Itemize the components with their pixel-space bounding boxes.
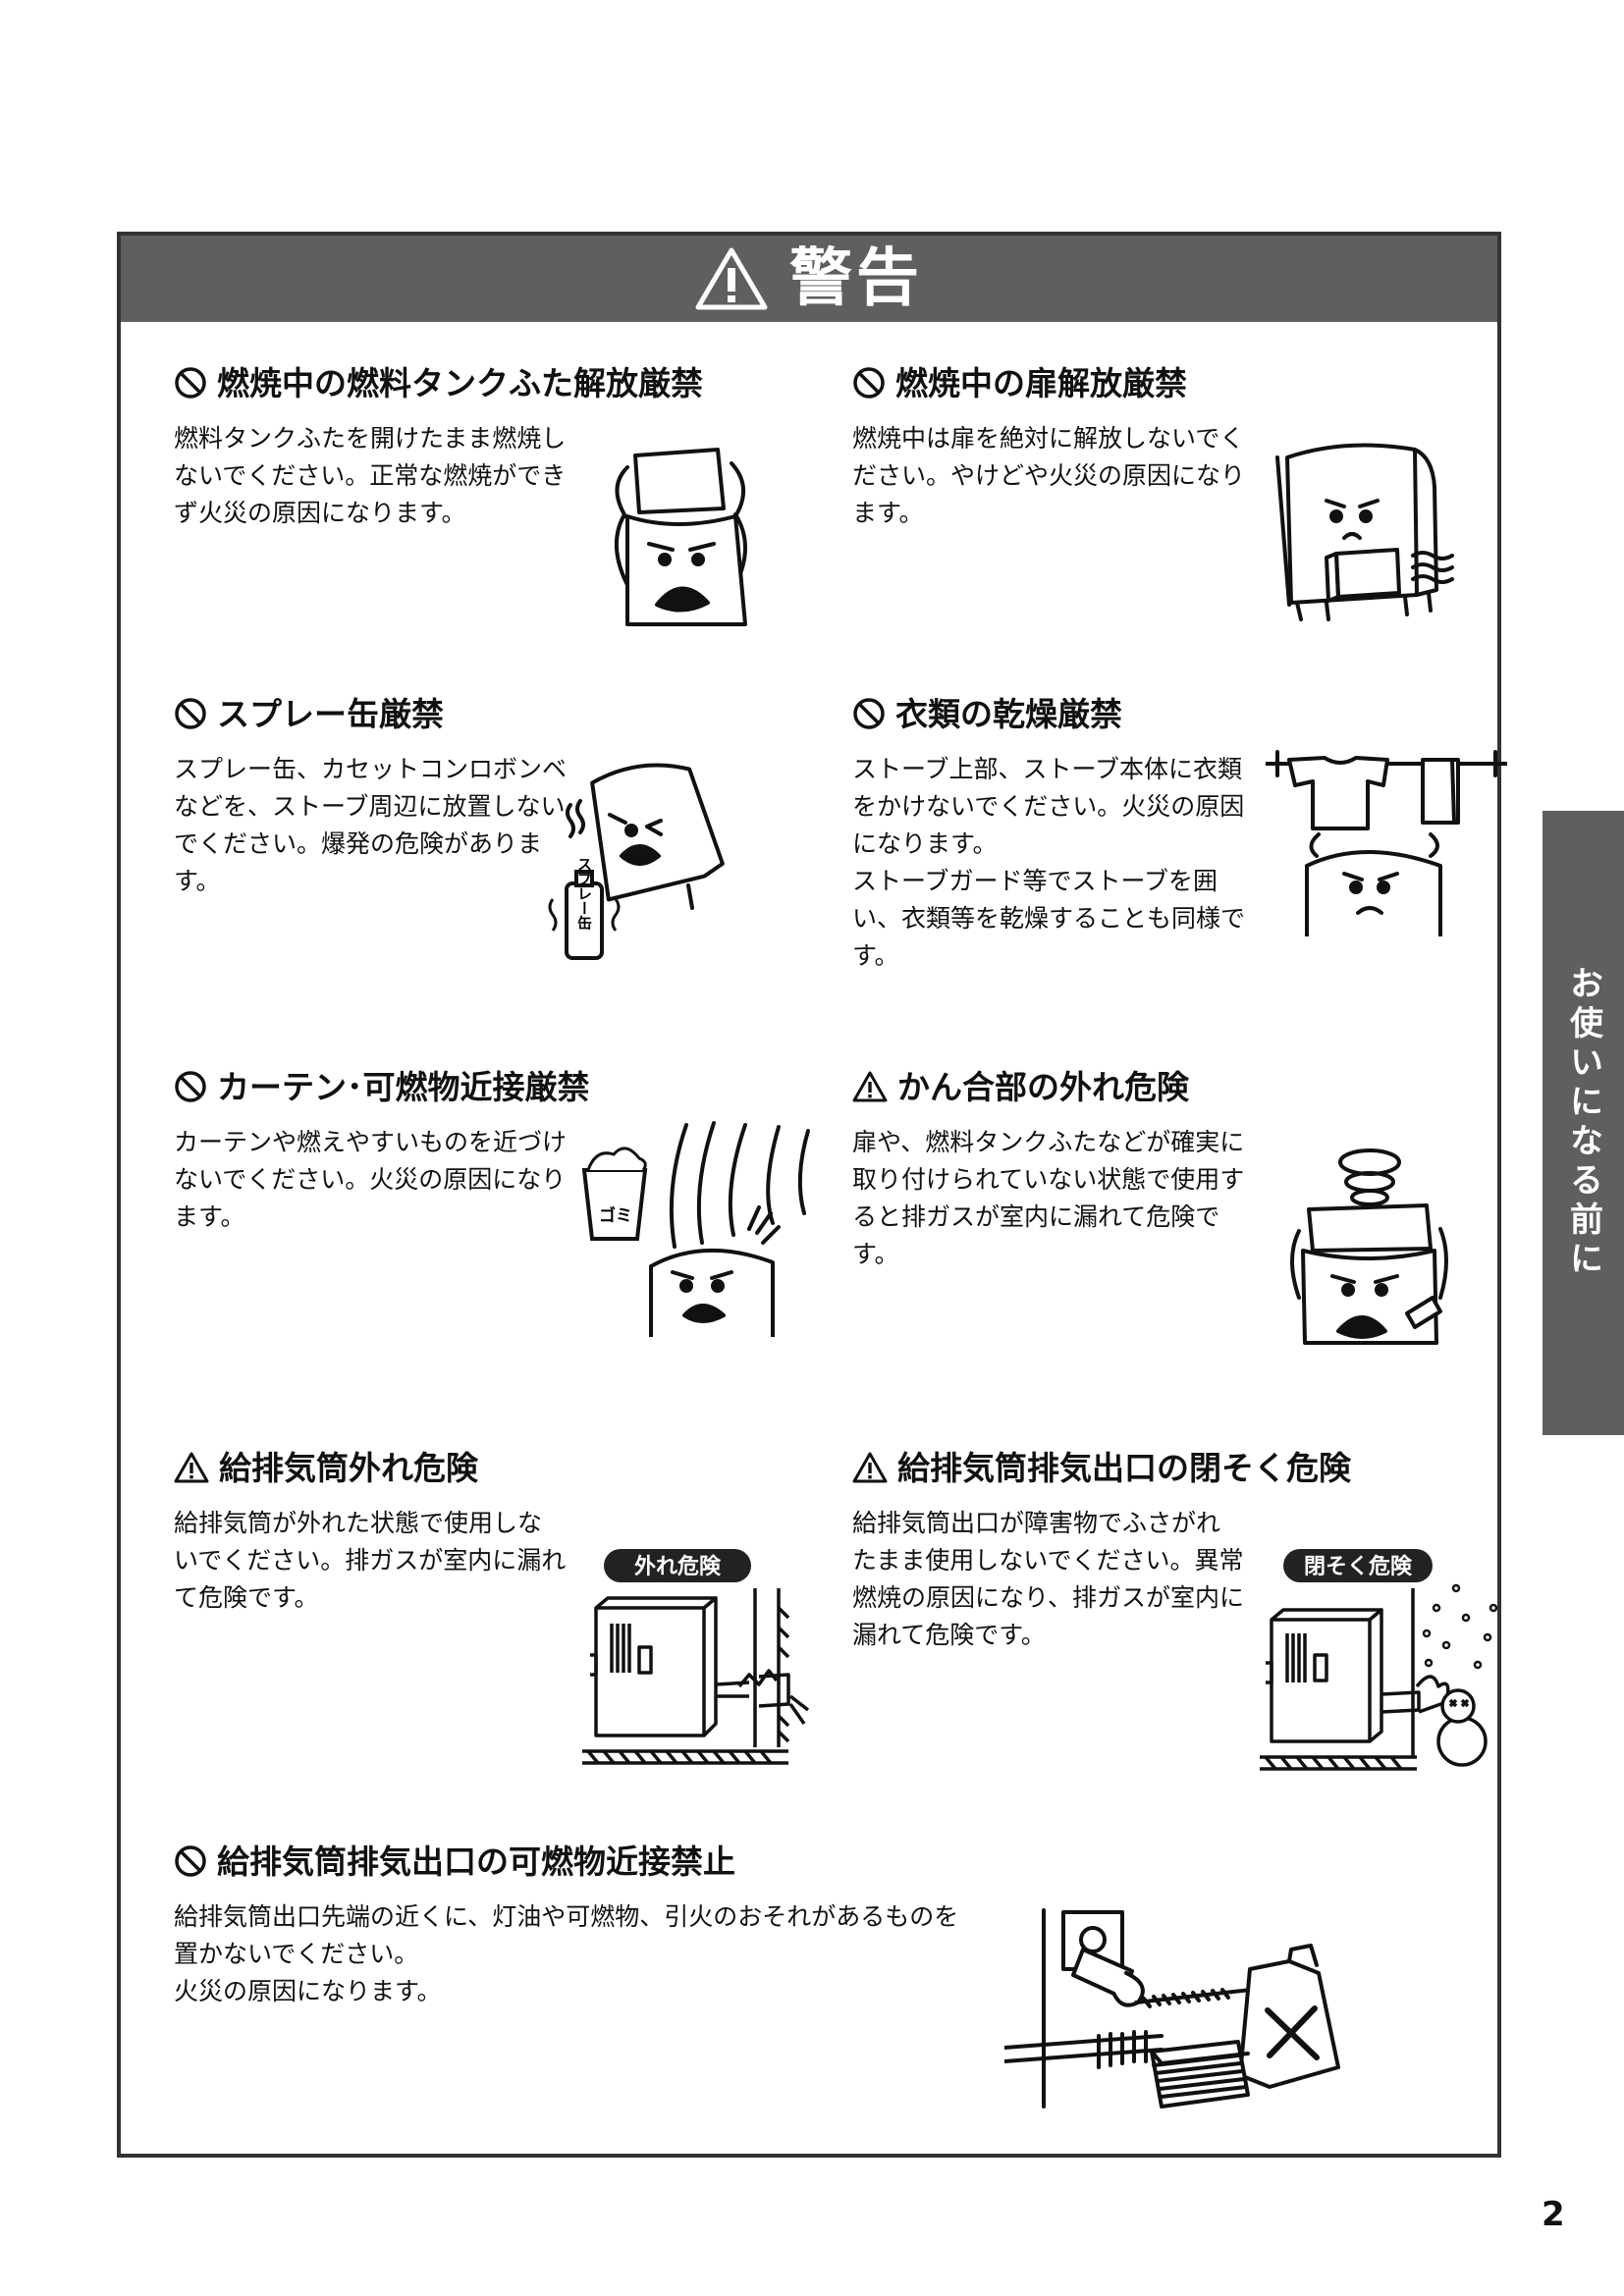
section-title: スプレー缶厳禁 [217, 694, 444, 733]
section-pipe-detach: 給排気筒外れ危険 給排気筒が外れた状態で使用しないでください。排ガスが室内に漏れ… [174, 1446, 567, 1617]
caution-icon [852, 1452, 888, 1483]
section-fitting-detach: かん合部の外れ危険 扉や、燃料タンクふたなどが確実に取り付けられていない状態で使… [852, 1065, 1245, 1273]
section-body: 給排気筒出口先端の近くに、灯油や可燃物、引火のおそれがあるものを置かないでくださ… [174, 1902, 959, 2005]
prohibition-icon [175, 1845, 206, 1877]
svg-text:閉そく危険: 閉そく危険 [1304, 1554, 1413, 1579]
warning-triangle-icon [695, 247, 768, 310]
section-body: 燃焼中は扉を絶対に解放しないでください。やけどや火災の原因になります。 [852, 424, 1246, 527]
section-fuel-cap: 燃焼中の燃料タンクふた解放厳禁 燃料タンクふたを開けたまま燃焼しないでください。… [174, 361, 703, 532]
section-outlet-blocked: 給排気筒排気出口の閉そく危険 給排気筒出口が障害物でふさがれたまま使用しないでく… [852, 1446, 1351, 1654]
section-body: スプレー缶、カセットコンロボンベなどを、ストーブ周辺に放置しないでください。爆発… [174, 755, 568, 895]
illustration-pipe-detach: 外れ危険 [582, 1549, 810, 1765]
page-number: 2 [1542, 2195, 1565, 2234]
prohibition-icon [853, 698, 885, 729]
section-body: 燃料タンクふたを開けたまま燃焼しないでください。正常な燃焼ができず火災の原因にな… [174, 424, 567, 527]
section-title: 給排気筒排気出口の可燃物近接禁止 [217, 1842, 735, 1881]
section-door-open: 燃焼中の扉解放厳禁 燃焼中は扉を絶対に解放しないでください。やけどや火災の原因に… [852, 361, 1245, 532]
illustration-curtain: ゴミ [581, 1121, 810, 1337]
warning-box: 警告 燃焼中の燃料タンクふた解放厳禁 燃料タンクふたを開けたまま燃焼しないでくだ… [117, 232, 1507, 2158]
illustration-clothes-drying [1266, 750, 1507, 936]
side-tab-label: お使いになる前に [1563, 966, 1603, 1280]
prohibition-icon [175, 1071, 206, 1102]
section-clothes-drying: 衣類の乾燥厳禁 ストーブ上部、ストーブ本体に衣類をかけないでください。火災の原因… [852, 692, 1245, 975]
section-body: 扉や、燃料タンクふたなどが確実に取り付けられていない状態で使用すると排ガスが室内… [852, 1128, 1245, 1268]
illustration-spray-can: スプレー缶 [548, 763, 725, 960]
section-outlet-combustibles: 給排気筒排気出口の可燃物近接禁止 給排気筒出口先端の近くに、灯油や可燃物、引火の… [174, 1840, 979, 2010]
section-title: 給排気筒排気出口の閉そく危険 [897, 1448, 1351, 1487]
section-body: カーテンや燃えやすいものを近づけないでください。火災の原因になります。 [174, 1128, 568, 1231]
prohibition-icon [175, 698, 206, 729]
spray-can-label: スプレー缶 [575, 857, 593, 931]
pipe-blocked-badge: 閉そく危険 [1283, 1549, 1433, 1582]
section-title: 燃焼中の燃料タンクふた解放厳禁 [217, 363, 703, 402]
section-title: かん合部の外れ危険 [897, 1067, 1189, 1106]
section-curtain: カーテン･可燃物近接厳禁 カーテンや燃えやすいものを近づけないでください。火災の… [174, 1065, 590, 1236]
trash-can: ゴミ [581, 1147, 648, 1241]
illustration-fitting-detach [1290, 1148, 1448, 1345]
section-body: ストーブ上部、ストーブ本体に衣類をかけないでください。火災の原因になります。 ス… [852, 755, 1246, 970]
section-title: カーテン･可燃物近接厳禁 [217, 1067, 590, 1106]
svg-text:外れ危険: 外れ危険 [634, 1554, 722, 1579]
side-tab: お使いになる前に [1543, 811, 1624, 1435]
section-title: 燃焼中の扉解放厳禁 [895, 363, 1187, 402]
illustration-fuel-cap-open [614, 448, 747, 626]
caution-icon [174, 1452, 209, 1483]
prohibition-icon [175, 367, 206, 399]
illustration-door-open [1275, 443, 1454, 621]
illustration-outlet-combustibles [1004, 1908, 1340, 2109]
prohibition-icon [853, 367, 885, 399]
section-title: 給排気筒外れ危険 [219, 1448, 478, 1487]
section-title: 衣類の乾燥厳禁 [895, 694, 1122, 733]
banner-title: 警告 [789, 242, 923, 315]
section-body: 給排気筒が外れた状態で使用しないでください。排ガスが室内に漏れて危険です。 [174, 1509, 567, 1612]
spray-can: スプレー缶 [548, 857, 621, 960]
illustration-outlet-blocked: 閉そく危険 [1260, 1549, 1498, 1771]
trash-label: ゴミ [599, 1205, 632, 1226]
section-body: 給排気筒出口が障害物でふさがれたまま使用しないでください。異常燃焼の原因になり、… [852, 1509, 1245, 1649]
section-spray-can: スプレー缶厳禁 スプレー缶、カセットコンロボンベなどを、ストーブ周辺に放置しない… [174, 692, 567, 900]
warning-banner: 警告 [121, 236, 1497, 322]
caution-icon [852, 1071, 888, 1102]
pipe-detached-badge: 外れ危険 [604, 1549, 751, 1582]
